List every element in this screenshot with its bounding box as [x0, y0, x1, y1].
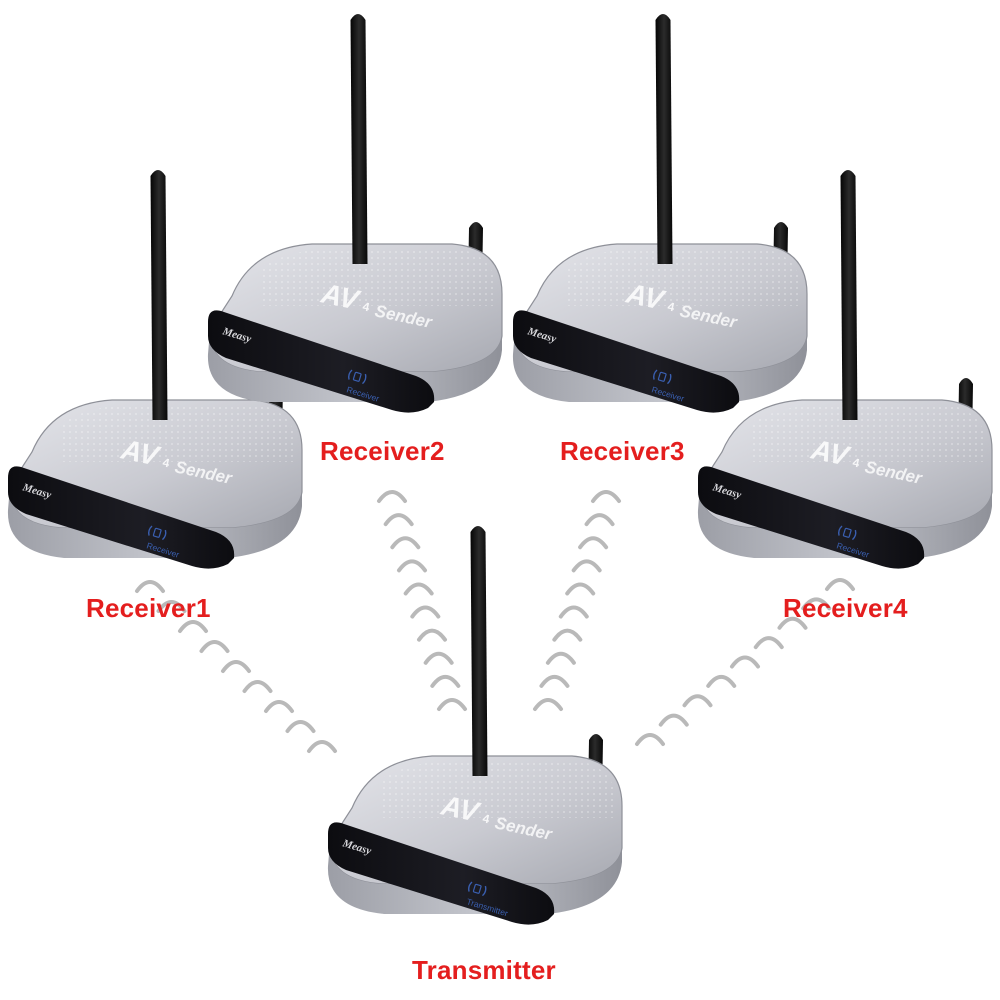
front-panel	[328, 822, 555, 925]
signal-arc	[578, 536, 609, 550]
signal-arc	[545, 651, 576, 665]
signal-arc	[730, 655, 760, 669]
audio-video-icon	[838, 525, 857, 541]
signal-arc	[558, 605, 589, 619]
signal-arc	[635, 733, 665, 746]
audio-video-icon	[148, 525, 167, 541]
antenna-front	[350, 14, 368, 264]
signal-arc	[403, 582, 434, 596]
model-digit: 4	[161, 455, 171, 470]
housing-texture	[262, 248, 496, 306]
antenna-front	[655, 14, 673, 264]
housing-texture	[567, 248, 801, 306]
model-digit: 4	[666, 299, 676, 314]
signal-arcs-receiver3	[533, 490, 621, 711]
signal-arc	[285, 720, 316, 733]
signal-arc	[156, 600, 187, 613]
model-digit: 4	[361, 299, 371, 314]
front-panel	[513, 310, 740, 413]
signal-arc	[135, 580, 165, 593]
antenna-front	[470, 526, 488, 776]
audio-video-icon	[348, 369, 367, 385]
audio-video-icon	[468, 881, 487, 897]
antenna-front	[150, 170, 168, 420]
signal-arc	[753, 636, 784, 650]
signal-arc	[178, 620, 208, 633]
model-digit: 4	[481, 811, 491, 826]
housing-side	[207, 330, 502, 402]
signal-arcs-group	[135, 490, 855, 753]
housing-side	[512, 330, 807, 402]
signal-arc	[390, 536, 421, 550]
signal-arcs-receiver2	[377, 490, 467, 711]
signal-arc	[307, 740, 337, 753]
signal-arc	[565, 582, 596, 596]
signal-arc	[437, 698, 467, 711]
signal-arc	[242, 680, 273, 693]
signal-arc	[397, 559, 427, 573]
front-panel	[8, 466, 235, 569]
signal-arc	[377, 490, 407, 503]
housing-texture	[752, 404, 986, 462]
signal-arc	[264, 700, 294, 713]
signal-arc	[410, 605, 441, 619]
signal-arc	[383, 513, 414, 527]
signal-arc	[584, 513, 615, 527]
signal-arcs-receiver1	[135, 580, 337, 753]
signal-arc	[430, 674, 461, 688]
signal-arc	[571, 559, 602, 573]
signal-arc	[682, 694, 713, 708]
signal-arc	[539, 674, 570, 688]
housing-texture	[382, 760, 616, 818]
signal-arc	[777, 616, 808, 630]
housing-side	[697, 486, 992, 558]
signal-arcs-receiver4	[635, 578, 855, 746]
housing-side	[7, 486, 302, 558]
signal-arc	[417, 628, 447, 642]
signal-arc	[801, 597, 832, 611]
antenna-front	[840, 170, 858, 420]
model-digit: 4	[851, 455, 861, 470]
signal-arc	[658, 713, 689, 727]
signal-arc	[533, 698, 563, 711]
signal-arc	[221, 660, 251, 673]
housing-side	[327, 842, 622, 914]
signal-arc	[825, 578, 855, 591]
signal-arc	[423, 651, 454, 665]
housing-texture	[62, 404, 296, 462]
label-receiver1: Receiver1	[86, 593, 211, 623]
label-transmitter: Transmitter	[412, 955, 556, 985]
label-receiver4: Receiver4	[783, 593, 908, 623]
signal-arc	[706, 674, 737, 688]
label-receiver2: Receiver2	[320, 436, 445, 466]
audio-video-icon	[653, 369, 672, 385]
signal-arc	[552, 628, 583, 642]
label-receiver3: Receiver3	[560, 436, 685, 466]
front-panel	[208, 310, 435, 413]
signal-arc	[199, 640, 230, 653]
signal-arc	[591, 490, 621, 503]
front-panel	[698, 466, 925, 569]
